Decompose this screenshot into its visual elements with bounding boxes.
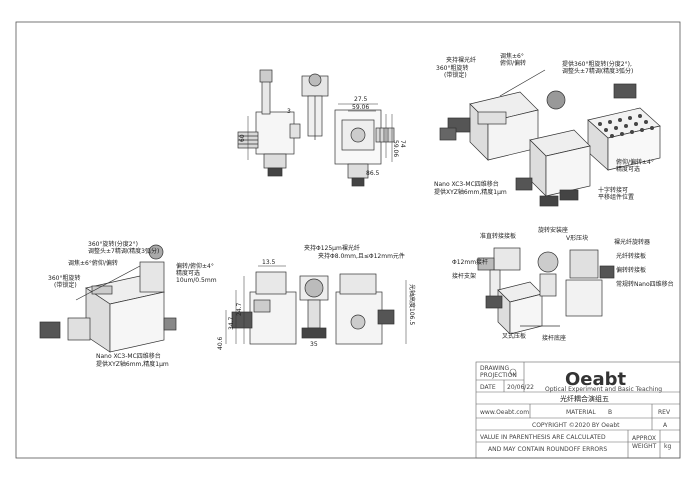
label-tr-b2: 360°粗旋转 [436,64,468,72]
tb-weight: WEIGHT [632,443,657,450]
tb-material-value: B [608,409,612,416]
label-br-k: 接杆底座 [542,334,566,342]
label-br-j: 叉式压板 [502,332,526,340]
tb-date-label: DATE [480,384,496,391]
label-tr-d2: 精度可选 [616,165,640,173]
bottom-right-exploded-view [477,247,615,335]
label-tr-f2: 提供XYZ轴6mm,精度1μm [434,188,507,196]
tb-approx: APPROX [632,435,656,442]
label-ml-d2: 精度可选 [176,269,200,277]
label-br-a: 准直转接接板 [480,232,516,240]
tb-rev-label: REV [658,409,671,416]
label-ml-b1: 调焦±6°俯仰/偏转 [68,259,118,267]
tb-note-1: VALUE IN PARENTHESIS ARE CALCULATED [480,434,606,441]
dim-35: 35 [310,341,318,348]
label-ml-d1: 偏转/俯仰±4° [176,262,214,270]
logo: Oeabt [565,369,627,390]
label-br-h: 接杆支架 [452,272,476,280]
tb-note-2: AND MAY CONTAIN ROUNDOFF ERRORS [488,446,607,453]
label-br-g: 偏转转接板 [616,266,646,274]
label-tr-c2: 调整头±7精调(精度3弧分) [562,67,633,75]
dim-optical-axis: 光轴高度106.5 [408,284,416,325]
dim-27-5: 27.5 [354,96,368,103]
top-assembly-view [237,69,395,187]
tb-drawing: DRAWING [480,365,510,372]
label-tr-a2: 俯仰/偏转 [500,59,526,67]
dim-34-7: 34.7 [228,316,235,330]
dim-86-5: 86.5 [366,170,380,177]
tb-website: www.Oeabt.com [480,409,529,416]
label-ml-c1: 360°粗旋转 [48,274,80,282]
label-br-i: 常规转Nano四维移台 [616,280,674,288]
label-br-e: Φ12mm接杆 [452,258,488,266]
tb-part-name: 光纤耦合演组五 [560,394,609,403]
tb-material-label: MATERIAL [566,409,596,416]
label-ml-e1: Nano XC3-MC四维移台 [96,352,161,360]
dim-60: 60 [239,134,246,142]
label-tr-e2: 平移组件位置 [598,193,634,201]
label-tr-a1: 调焦±6° [500,52,524,60]
label-mc-b1: 夹持Φ8.0mm,且≤Φ12mm元件 [318,252,405,260]
tb-rev-value: A [663,422,668,429]
dim-40-6: 40.6 [217,336,224,350]
dim-74: 74 [399,140,406,148]
label-tr-b3: (带锁定) [444,71,467,79]
mid-center-views [225,265,407,345]
label-tr-c1: 提供360°粗旋转(分度2°), [562,60,632,68]
label-mc-a1: 夹持Φ125μm裸光纤 [304,244,360,252]
dim-59-06-a: 59.06 [352,104,369,111]
dim-59-06-b: 59.06 [392,140,399,157]
label-tr-e1: 十字转接可 [598,186,628,194]
sheet-border [15,21,681,459]
tb-copyright: COPYRIGHT ©2020 BY Oeabt [532,422,620,429]
label-ml-a2: 调整头±7精调(精度3弧分) [88,247,159,255]
label-ml-a1: 360°旋转(分度2°) [88,240,138,248]
label-br-d: 裸光纤旋转器 [614,238,650,246]
label-br-c: V形压块 [566,234,588,242]
label-br-f: 光纤转接板 [616,252,646,260]
title-block [475,361,681,459]
label-ml-c2: (带锁定) [54,281,77,289]
mid-left-iso-view [39,244,177,353]
label-br-b: 旋转安装座 [538,226,568,234]
dim-24-7: 24.7 [236,302,243,316]
label-tr-b1: 夹持裸光纤 [446,56,476,64]
logo-tagline: Optical Experiment and Basic Teaching [545,386,662,393]
label-ml-e2: 提供XYZ轴6mm,精度1μm [96,360,169,368]
label-tr-d1: 俯仰/偏转±4° [616,158,654,166]
tb-date-value: 20/06/22 [507,384,534,391]
label-ml-d3: 10um/0.5mm [176,277,217,284]
tb-projection: PROJECTION [480,372,517,379]
label-tr-f1: Nano XC3-MC四维移台 [434,180,499,188]
top-right-iso-holes [598,114,654,138]
tb-weight-value: kg [664,443,671,450]
dim-3: 3 [287,108,291,115]
dim-13-5: 13.5 [262,259,276,266]
